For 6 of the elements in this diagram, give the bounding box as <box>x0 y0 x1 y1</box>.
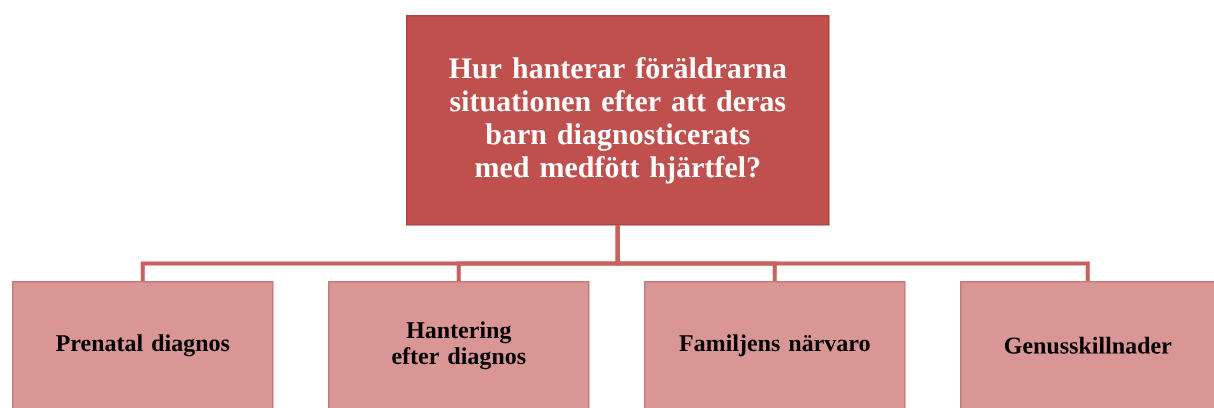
topic-box: Genusskillnader <box>960 281 1214 408</box>
topic-box: Prenatal diagnos <box>12 281 274 408</box>
connector <box>615 225 1090 281</box>
topic-box: Hantering efter diagnos <box>328 281 590 408</box>
question-box: Hur hanterar föräldrarna situationen efter att deras barn diagnosticerats med medfött hjärtfel? <box>406 15 830 226</box>
topic-box: Familjens närvaro <box>644 281 906 408</box>
